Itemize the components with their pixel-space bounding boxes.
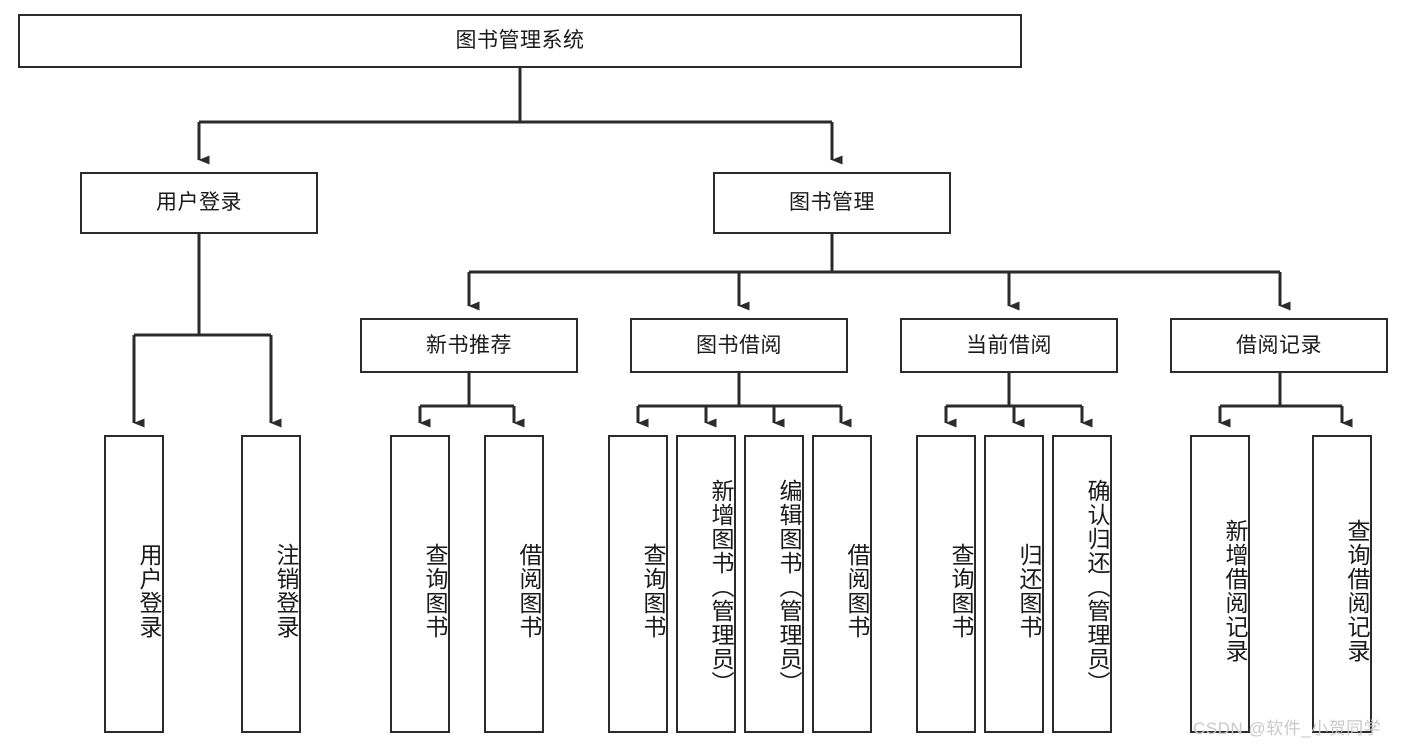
leaf-add-book-admin[interactable]: 新增图书（管理员） xyxy=(676,435,736,733)
node-label: 借阅图书 xyxy=(516,543,542,639)
node-borrow-record[interactable]: 借阅记录 xyxy=(1170,318,1388,373)
node-new-book-recommend[interactable]: 新书推荐 xyxy=(360,318,578,373)
node-current-borrow[interactable]: 当前借阅 xyxy=(900,318,1118,373)
leaf-logout[interactable]: 注销登录 xyxy=(241,435,301,733)
node-label: 查询图书 xyxy=(640,543,666,639)
node-label: 查询借阅记录 xyxy=(1344,519,1370,663)
node-book-management[interactable]: 图书管理 xyxy=(713,172,951,234)
node-label: 注销登录 xyxy=(273,543,299,639)
node-book-borrow[interactable]: 图书借阅 xyxy=(630,318,848,373)
node-label: 图书管理系统 xyxy=(455,29,585,53)
node-user-login[interactable]: 用户登录 xyxy=(80,172,318,234)
node-label: 新增图书（管理员） xyxy=(708,479,734,695)
node-label: 图书借阅 xyxy=(696,333,782,357)
node-label: 新书推荐 xyxy=(426,333,512,357)
leaf-edit-book-admin[interactable]: 编辑图书（管理员） xyxy=(744,435,804,733)
leaf-return-book[interactable]: 归还图书 xyxy=(984,435,1044,733)
node-label: 新增借阅记录 xyxy=(1222,519,1248,663)
leaf-query-borrow-record[interactable]: 查询借阅记录 xyxy=(1312,435,1372,733)
node-label: 查询图书 xyxy=(422,543,448,639)
node-label: 用户登录 xyxy=(136,543,162,639)
node-label: 借阅记录 xyxy=(1236,333,1322,357)
leaf-query-book-recommend[interactable]: 查询图书 xyxy=(390,435,450,733)
leaf-confirm-return-admin[interactable]: 确认归还（管理员） xyxy=(1052,435,1112,733)
leaf-add-borrow-record[interactable]: 新增借阅记录 xyxy=(1190,435,1250,733)
watermark: CSDN @软件_小贺同学 xyxy=(1193,719,1382,738)
node-label: 归还图书 xyxy=(1016,543,1042,639)
leaf-query-book-borrow[interactable]: 查询图书 xyxy=(608,435,668,733)
node-root-book-management-system[interactable]: 图书管理系统 xyxy=(18,14,1022,68)
leaf-borrow-book[interactable]: 借阅图书 xyxy=(812,435,872,733)
node-label: 借阅图书 xyxy=(844,543,870,639)
leaf-query-book-current[interactable]: 查询图书 xyxy=(916,435,976,733)
node-label: 查询图书 xyxy=(948,543,974,639)
leaf-user-login[interactable]: 用户登录 xyxy=(104,435,164,733)
node-label: 用户登录 xyxy=(156,191,242,215)
leaf-borrow-book-recommend[interactable]: 借阅图书 xyxy=(484,435,544,733)
node-label: 当前借阅 xyxy=(966,333,1052,357)
node-label: 编辑图书（管理员） xyxy=(776,479,802,695)
node-label: 图书管理 xyxy=(789,191,875,215)
node-label: 确认归还（管理员） xyxy=(1084,479,1110,695)
